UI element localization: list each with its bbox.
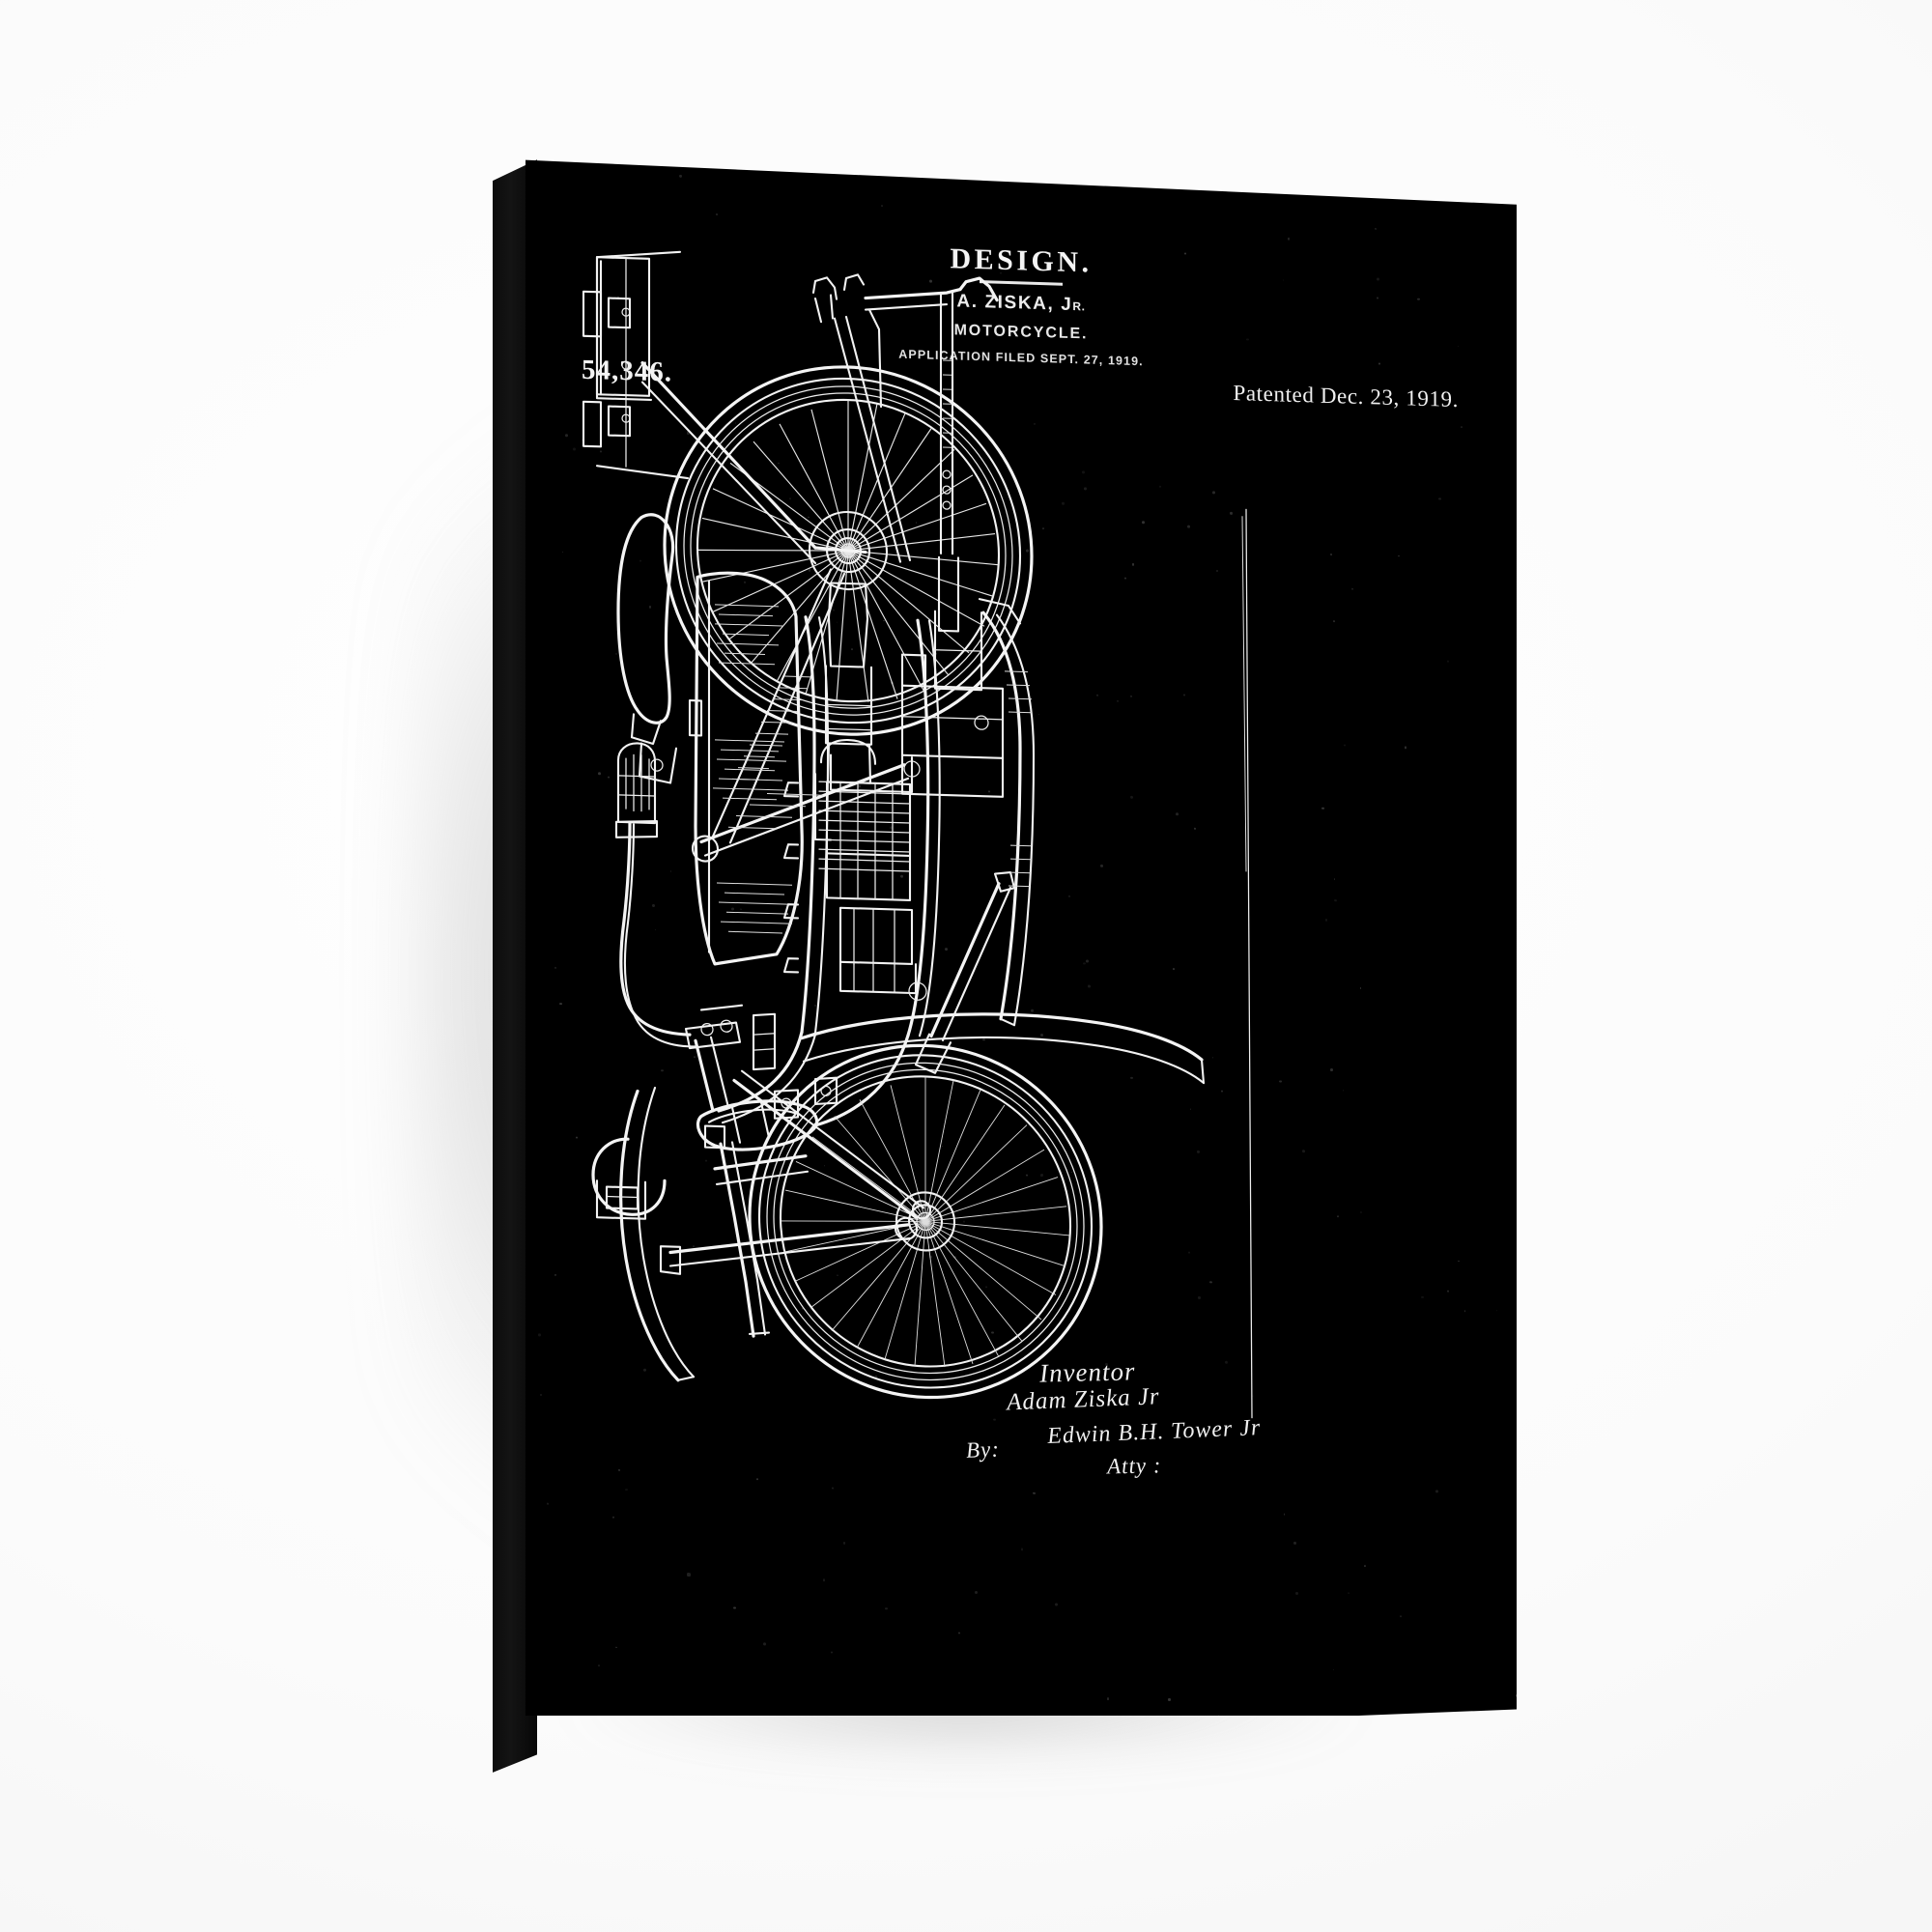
front-wheel-spokes (781, 1076, 1070, 1368)
handlebar (614, 742, 699, 1048)
crankcase (838, 906, 914, 966)
steering-head (684, 1004, 777, 1113)
fuel-tank (688, 571, 804, 966)
canvas-print-face: DESIGN. A. ZISKA, JR. MOTORCYCLE. APPLIC… (526, 159, 1517, 1716)
rear-wheel-spokes (697, 400, 999, 702)
artwork-surface: DESIGN. A. ZISKA, JR. MOTORCYCLE. APPLIC… (526, 160, 1517, 1716)
headlamp (591, 1137, 667, 1220)
front-fender (800, 1012, 1206, 1085)
engine-assembly (782, 610, 1005, 995)
seat-post-struts (811, 273, 912, 563)
margin-rule-line (1245, 508, 1253, 1419)
saddle-seat (616, 513, 678, 784)
cylinder-fins (813, 738, 914, 872)
rear-fender (978, 598, 1036, 1027)
by-label: By: (965, 1436, 1001, 1463)
handlebar-grip (616, 742, 657, 825)
motorcycle-drawing: .l { fill:none; stroke:#f2f2f2; stroke-w… (582, 250, 1253, 1419)
tank-hatching (713, 604, 796, 934)
front-mudguard (619, 1086, 696, 1382)
drive-linkage (691, 760, 921, 863)
lower-brackets (773, 1076, 838, 1120)
signature-block: Inventor Adam Ziska Jr By: Edwin B.H. To… (962, 1354, 1281, 1509)
attorney-label: Atty : (1106, 1453, 1163, 1479)
footboard-and-stand (703, 1124, 810, 1338)
front-fork (659, 1069, 932, 1275)
valve-stubs (782, 781, 800, 974)
inventor-label: Inventor (1038, 1356, 1137, 1388)
front-wheel (748, 1043, 1103, 1400)
frame-tubes (717, 615, 941, 1127)
rear-fender-and-arm (864, 276, 999, 633)
grip-hatching (617, 753, 656, 812)
rear-hub-flange (808, 510, 889, 591)
front-hub-flange (895, 1191, 956, 1252)
rear-frame-stays (640, 361, 867, 844)
magneto-housing (900, 684, 1005, 759)
rear-luggage-rack (582, 250, 690, 480)
attorney-signature: Edwin B.H. Tower Jr (1046, 1415, 1263, 1449)
inventor-signature: Adam Ziska Jr (1006, 1383, 1161, 1416)
